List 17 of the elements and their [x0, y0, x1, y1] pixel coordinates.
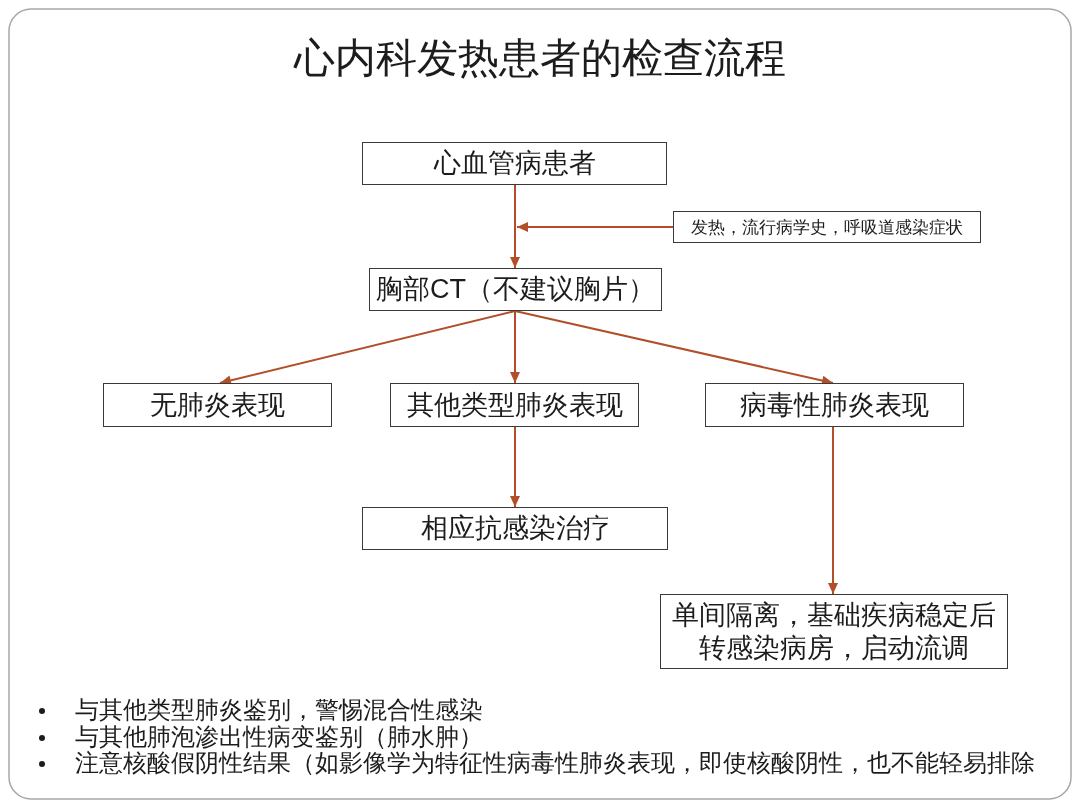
- arrow: [828, 426, 838, 595]
- process-box: 单间隔离，基础疾病稳定后转感染病房，启动流调: [660, 594, 1008, 669]
- title: 心内科发热患者的检查流程: [292, 34, 787, 83]
- process-box: 无肺炎表现: [103, 383, 332, 427]
- arrow: [516, 222, 674, 232]
- arrow: [510, 184, 520, 269]
- note-text: 注意核酸假阴性结果（如影像学为特征性病毒性肺炎表现，即使核酸阴性，也不能轻易排除: [75, 750, 1035, 777]
- process-box: 其他类型肺炎表现: [390, 383, 639, 427]
- note-text: 与其他肺泡渗出性病变鉴别（肺水肿）: [75, 724, 483, 751]
- process-box: 胸部CT（不建议胸片）: [369, 268, 662, 311]
- arrow: [510, 426, 520, 508]
- process-box: 病毒性肺炎表现: [705, 383, 964, 427]
- process-box: 心血管病患者: [362, 142, 667, 185]
- arrow: [510, 310, 520, 384]
- process-box: 相应抗感染治疗: [362, 507, 668, 550]
- note-text: 与其他类型肺炎鉴别，警惕混合性感染: [75, 697, 483, 724]
- process-box: 发热，流行病学史，呼吸道感染症状: [673, 211, 981, 243]
